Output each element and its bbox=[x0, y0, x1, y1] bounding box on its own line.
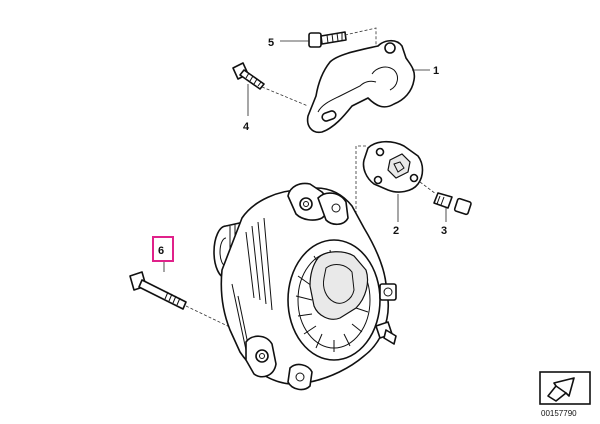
bolt-part-4[interactable] bbox=[232, 62, 265, 90]
bracket-part-1[interactable] bbox=[306, 39, 416, 134]
callout-2[interactable]: 2 bbox=[393, 225, 399, 237]
callout-6-highlight-box bbox=[152, 236, 174, 262]
mounting-plate-part-2[interactable] bbox=[362, 140, 424, 193]
dashed-line-5 bbox=[344, 27, 377, 50]
dashed-line-3 bbox=[419, 181, 437, 195]
alternator[interactable] bbox=[213, 182, 397, 391]
callout-5[interactable]: 5 bbox=[268, 37, 274, 49]
diagram-number: 00157790 bbox=[541, 409, 577, 418]
bolt-part-5[interactable] bbox=[308, 31, 347, 48]
callout-4[interactable]: 4 bbox=[243, 121, 250, 133]
callout-3[interactable]: 3 bbox=[441, 225, 447, 237]
bolt-part-6[interactable] bbox=[129, 271, 187, 310]
bolt-part-3[interactable] bbox=[433, 192, 472, 216]
view-direction-arrow-icon bbox=[539, 371, 591, 405]
callout-6[interactable]: 6 bbox=[158, 245, 164, 257]
dashed-line-4 bbox=[261, 86, 309, 107]
callout-1[interactable]: 1 bbox=[433, 65, 439, 77]
